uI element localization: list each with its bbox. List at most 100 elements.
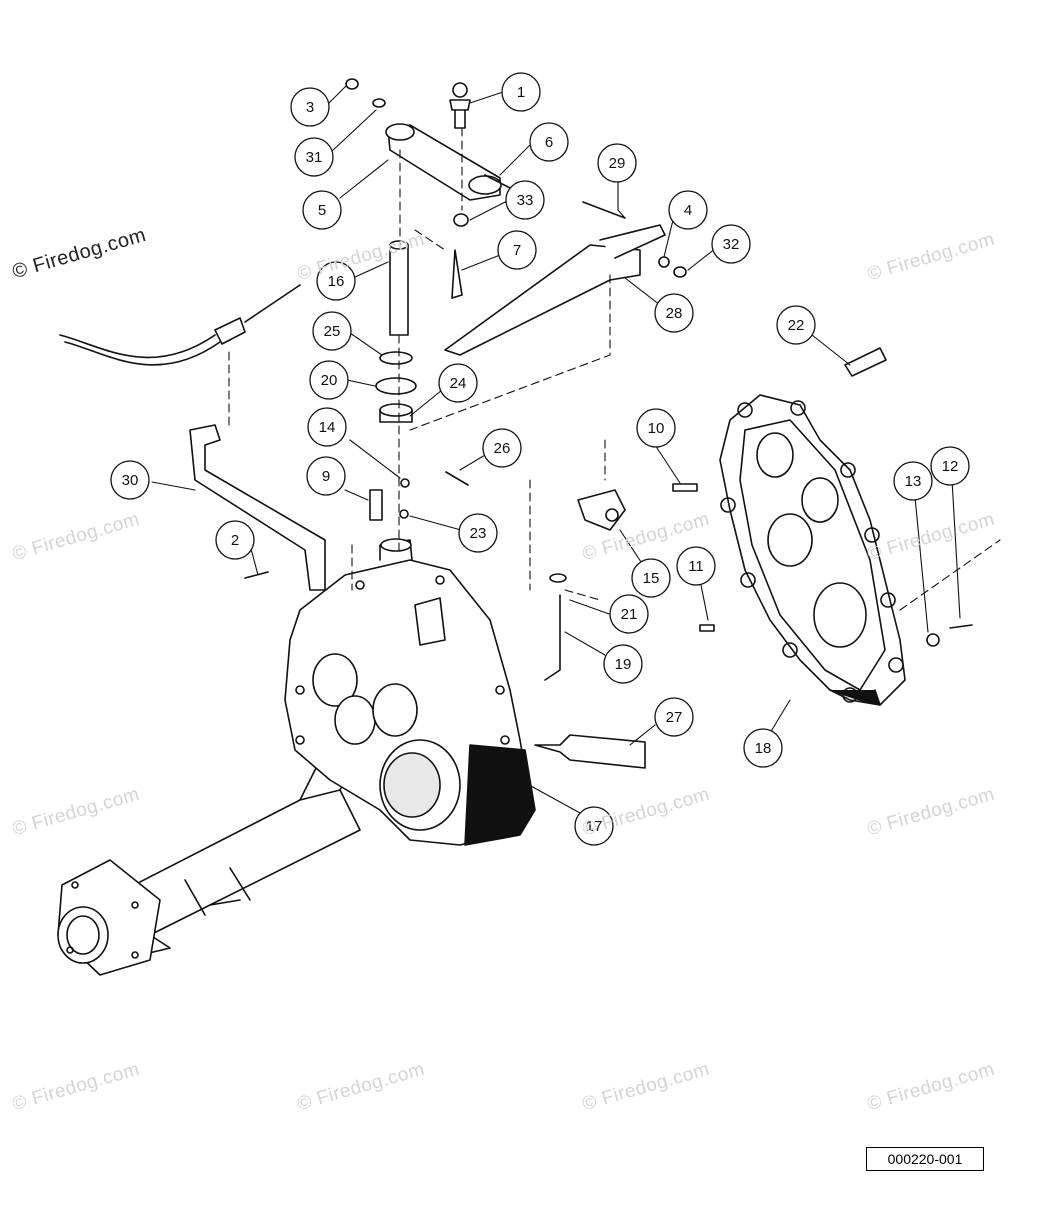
callout-circle <box>505 180 545 220</box>
callout-28: 28 <box>654 293 694 333</box>
callout-3: 3 <box>290 87 330 127</box>
callout-4: 4 <box>668 190 708 230</box>
callout-number: 20 <box>321 372 338 389</box>
cable-bracket <box>189 424 326 591</box>
ball-stud <box>449 82 471 129</box>
callout-number: 21 <box>621 606 638 623</box>
callout-23: 23 <box>458 513 498 553</box>
callout-circle <box>312 311 352 351</box>
shift-shaft <box>389 240 409 336</box>
callout-30: 30 <box>110 460 150 500</box>
callout-number: 19 <box>615 656 632 673</box>
callout-11: 11 <box>676 546 716 586</box>
callout-circle <box>631 558 671 598</box>
callout-circle <box>743 728 783 768</box>
callout-number: 5 <box>318 202 326 219</box>
callout-22: 22 <box>776 305 816 345</box>
callout-circle <box>438 363 478 403</box>
callout-number: 25 <box>324 323 341 340</box>
transaxle-case <box>284 538 536 846</box>
callout-circle <box>636 408 676 448</box>
callout-circle <box>893 461 933 501</box>
callout-number: 7 <box>513 242 521 259</box>
callout-number: 9 <box>322 468 330 485</box>
callout-circle <box>307 407 347 447</box>
callout-circle <box>711 224 751 264</box>
callout-number: 18 <box>755 740 772 757</box>
callout-number: 11 <box>688 558 704 575</box>
callout-number: 29 <box>609 155 626 172</box>
bolts <box>244 174 973 629</box>
grease-tube <box>534 734 646 769</box>
callout-number: 33 <box>517 192 534 209</box>
callout-29: 29 <box>597 143 637 183</box>
callout-circle <box>668 190 708 230</box>
case-cover <box>719 394 906 706</box>
callout-number: 12 <box>942 458 959 475</box>
callout-circle <box>609 594 649 634</box>
callout-number: 16 <box>328 273 345 290</box>
callout-number: 30 <box>122 472 139 489</box>
callout-number: 27 <box>666 709 683 726</box>
shift-lever <box>385 123 502 201</box>
callout-circle <box>603 644 643 684</box>
callout-number: 3 <box>306 99 314 116</box>
callout-circle <box>458 513 498 553</box>
callout-number: 32 <box>723 236 740 253</box>
callout-circle <box>676 546 716 586</box>
callout-number: 22 <box>788 317 805 334</box>
callout-circle <box>316 261 356 301</box>
callout-number: 26 <box>494 440 511 457</box>
callout-20: 20 <box>309 360 349 400</box>
callout-number: 28 <box>666 305 683 322</box>
callout-circle <box>776 305 816 345</box>
callout-circle <box>529 122 569 162</box>
callout-5: 5 <box>302 190 342 230</box>
callout-32: 32 <box>711 224 751 264</box>
callout-circle <box>501 72 541 112</box>
callout-19: 19 <box>603 644 643 684</box>
callout-18: 18 <box>743 728 783 768</box>
callout-circle <box>482 428 522 468</box>
callout-number: 2 <box>231 532 239 549</box>
callout-circle <box>110 460 150 500</box>
callout-circle <box>497 230 537 270</box>
callout-13: 13 <box>893 461 933 501</box>
callout-24: 24 <box>438 363 478 403</box>
callout-circle <box>306 456 346 496</box>
callout-number: 1 <box>517 84 525 101</box>
callout-17: 17 <box>574 806 614 846</box>
callout-12: 12 <box>930 446 970 486</box>
callout-circle <box>309 360 349 400</box>
small-parts <box>345 78 940 681</box>
callout-26: 26 <box>482 428 522 468</box>
callout-number: 14 <box>319 419 336 436</box>
leader-lines <box>151 85 961 814</box>
callout-25: 25 <box>312 311 352 351</box>
callout-circle <box>290 87 330 127</box>
callout-layer: 1234567910111213141516171819202122232425… <box>110 72 970 846</box>
callout-number: 10 <box>648 420 665 437</box>
callout-number: 6 <box>545 134 553 151</box>
callout-number: 15 <box>643 570 660 587</box>
callout-circle <box>654 697 694 737</box>
callout-number: 4 <box>684 202 692 219</box>
callout-33: 33 <box>505 180 545 220</box>
callout-2: 2 <box>215 520 255 560</box>
callout-31: 31 <box>294 137 334 177</box>
callout-number: 31 <box>306 149 323 166</box>
callout-circle <box>654 293 694 333</box>
callout-number: 24 <box>450 375 467 392</box>
callout-15: 15 <box>631 558 671 598</box>
callout-16: 16 <box>316 261 356 301</box>
callout-1: 1 <box>501 72 541 112</box>
callout-6: 6 <box>529 122 569 162</box>
callout-circle <box>597 143 637 183</box>
support-brace <box>444 224 666 356</box>
callout-number: 17 <box>586 818 603 835</box>
callout-number: 13 <box>905 473 922 490</box>
shift-cable <box>59 284 301 366</box>
callout-circle <box>215 520 255 560</box>
